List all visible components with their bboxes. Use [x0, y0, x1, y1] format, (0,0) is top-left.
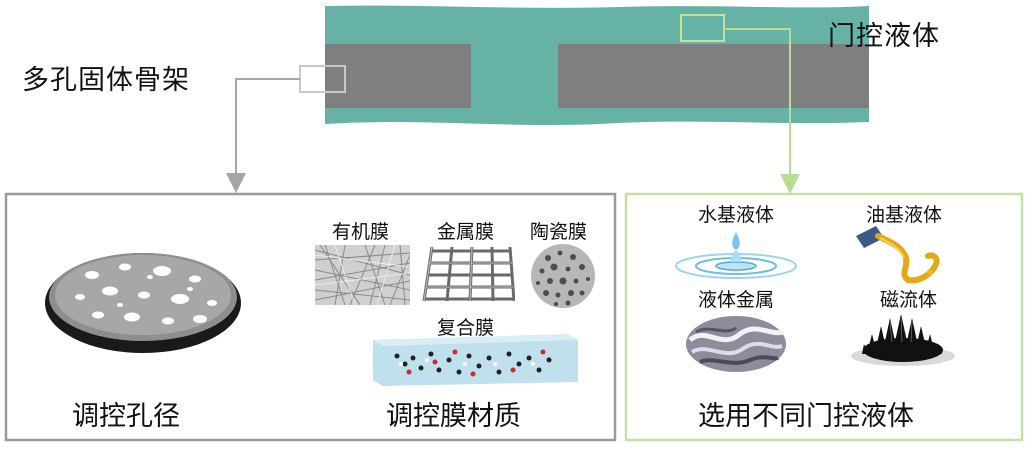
oil-liquid-image	[856, 226, 940, 284]
liquid-selection-title: 选用不同门控液体	[698, 401, 914, 432]
composite-membrane-image	[373, 334, 578, 386]
skeleton-block-right	[558, 44, 869, 108]
material-label-metal: 金属膜	[437, 221, 495, 243]
skeleton-block-left	[325, 44, 471, 108]
material-label-organic: 有机膜	[332, 221, 390, 243]
organic-membrane-image	[315, 245, 410, 305]
liquid-metal-image	[686, 316, 786, 372]
liquid-label-ferrofluid: 磁流体	[880, 289, 938, 311]
material-label-composite: 复合膜	[437, 317, 495, 339]
ceramic-membrane-image	[531, 244, 595, 308]
left-panel-frame	[4, 192, 617, 442]
membrane-material-title: 调控膜材质	[386, 401, 521, 432]
liquid-label-metal: 液体金属	[698, 289, 775, 311]
right-panel-frame	[624, 192, 1024, 442]
skeleton-connector-arrow	[226, 78, 300, 193]
skeleton-label: 多孔固体骨架	[22, 65, 190, 96]
water-liquid-image	[675, 232, 797, 279]
metal-membrane-image	[422, 246, 515, 302]
liquid-connector-arrow	[724, 28, 800, 194]
pore-size-title: 调控孔径	[72, 401, 180, 432]
liquid-label-water: 水基液体	[698, 204, 775, 226]
material-label-ceramic: 陶瓷膜	[530, 221, 588, 243]
liquid-label-oil: 油基液体	[866, 204, 943, 226]
ferrofluid-image	[851, 314, 955, 366]
porous-disc-illustration	[45, 253, 241, 353]
liquid-label: 门控液体	[828, 21, 940, 52]
